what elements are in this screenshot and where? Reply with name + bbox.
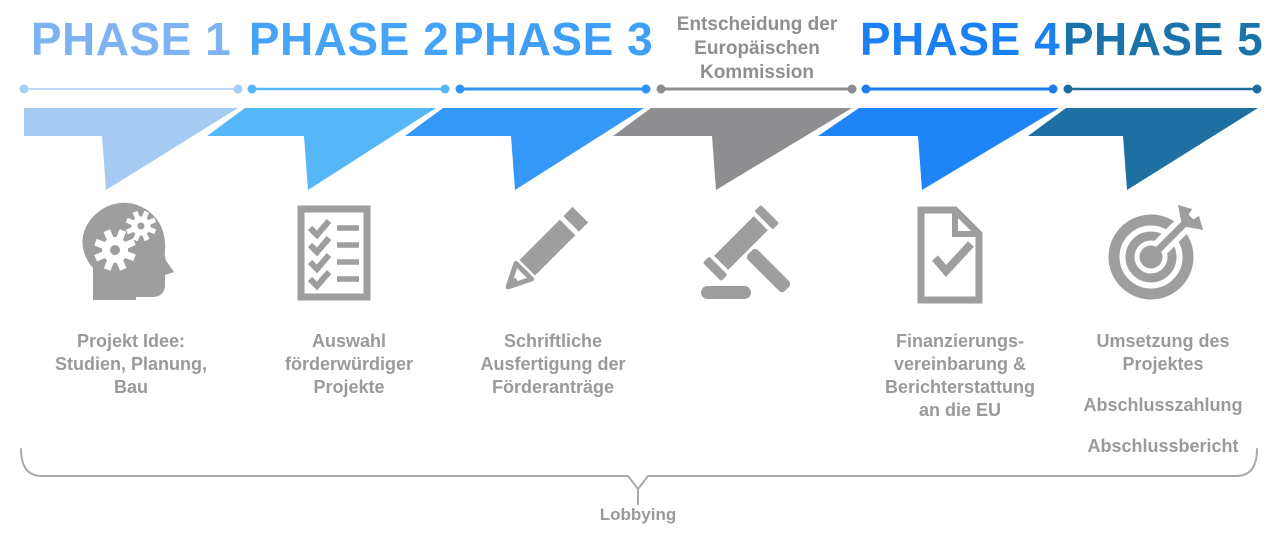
description-line: Finanzierungs-: [895, 331, 1024, 351]
phase-3-timeline-dot-left: [455, 84, 465, 94]
description-paragraph: Projekt Idee: Studien, Planung, Bau: [6, 330, 256, 399]
description-line: Projekt Idee:: [76, 331, 186, 351]
description-line: Auswahl: [311, 331, 386, 351]
phase-4-arrow-shape: [818, 108, 1059, 190]
phase-2-arrow-shape: [207, 108, 436, 190]
phase-3-arrow-shape: [405, 108, 644, 190]
phase-1-timeline-dot-left: [19, 84, 29, 94]
description-line: Förderanträge: [491, 377, 615, 397]
decision-arrow-shape: [613, 108, 852, 190]
phase-2-timeline-dot-right: [440, 84, 450, 94]
description-line: Ausfertigung der: [480, 354, 626, 374]
description-line: Projekte: [313, 377, 385, 397]
description-paragraph: Abschlusszahlung: [1038, 394, 1280, 417]
phase-1-timeline-dot-right: [233, 84, 243, 94]
description-line: vereinbarung &: [893, 354, 1027, 374]
decision-title-line: Kommission: [699, 62, 815, 83]
description-line: förderwürdiger: [284, 354, 413, 374]
pencil-icon: [505, 206, 589, 290]
decision-timeline-dot-left: [656, 84, 666, 94]
phase-3-title: PHASE 3: [452, 13, 654, 65]
description-line: Studien, Planung,: [55, 354, 207, 374]
description-line: Berichterstattung: [884, 377, 1036, 397]
description-line: an die EU: [918, 400, 1002, 420]
phase-1-description: Projekt Idee: Studien, Planung, Bau: [6, 330, 256, 417]
phase-1-title: PHASE 1: [30, 13, 232, 65]
description-paragraph: Finanzierungs-vereinbarung & Berichtersta…: [835, 330, 1085, 422]
lobbying-label: Lobbying: [599, 505, 677, 524]
checklist-icon: [297, 205, 371, 301]
phase-4-timeline-dot-right: [1048, 84, 1058, 94]
phase-5-title: PHASE 5: [1062, 13, 1264, 65]
decision-title-line: Europäischen: [694, 38, 820, 59]
decision-title-line: Entscheidung der: [676, 14, 838, 35]
description-paragraph: Abschlussbericht: [1038, 435, 1280, 458]
phase-4-timeline-dot-left: [861, 84, 871, 94]
phase-1-arrow-shape: [24, 108, 238, 190]
phase-5-timeline-dot-right: [1252, 84, 1262, 94]
description-line: Abschlussbericht: [1087, 436, 1239, 456]
description-line: Umsetzung des: [1096, 331, 1230, 351]
phase-2-timeline-dot-left: [247, 84, 257, 94]
phase-2-title: PHASE 2: [248, 13, 450, 65]
gavel-icon: [701, 205, 791, 299]
target-arrow-icon: [1108, 205, 1203, 300]
head-gears-icon: [82, 202, 174, 300]
phase-4-title: PHASE 4: [859, 13, 1061, 65]
phase-3-timeline-dot-right: [641, 84, 651, 94]
phase-5-arrow-shape: [1028, 108, 1258, 190]
description-line: Abschlusszahlung: [1083, 395, 1243, 415]
lobbying-bracket: [20, 448, 1258, 505]
document-check-icon: [917, 206, 983, 304]
description-line: Projektes: [1122, 354, 1204, 374]
decision-timeline-dot-right: [847, 84, 857, 94]
description-line: Bau: [113, 377, 148, 397]
phase-4-description: Finanzierungs-vereinbarung & Berichtersta…: [835, 330, 1085, 440]
description-line: Schriftliche: [503, 331, 603, 351]
phase-5-timeline-dot-left: [1063, 84, 1073, 94]
